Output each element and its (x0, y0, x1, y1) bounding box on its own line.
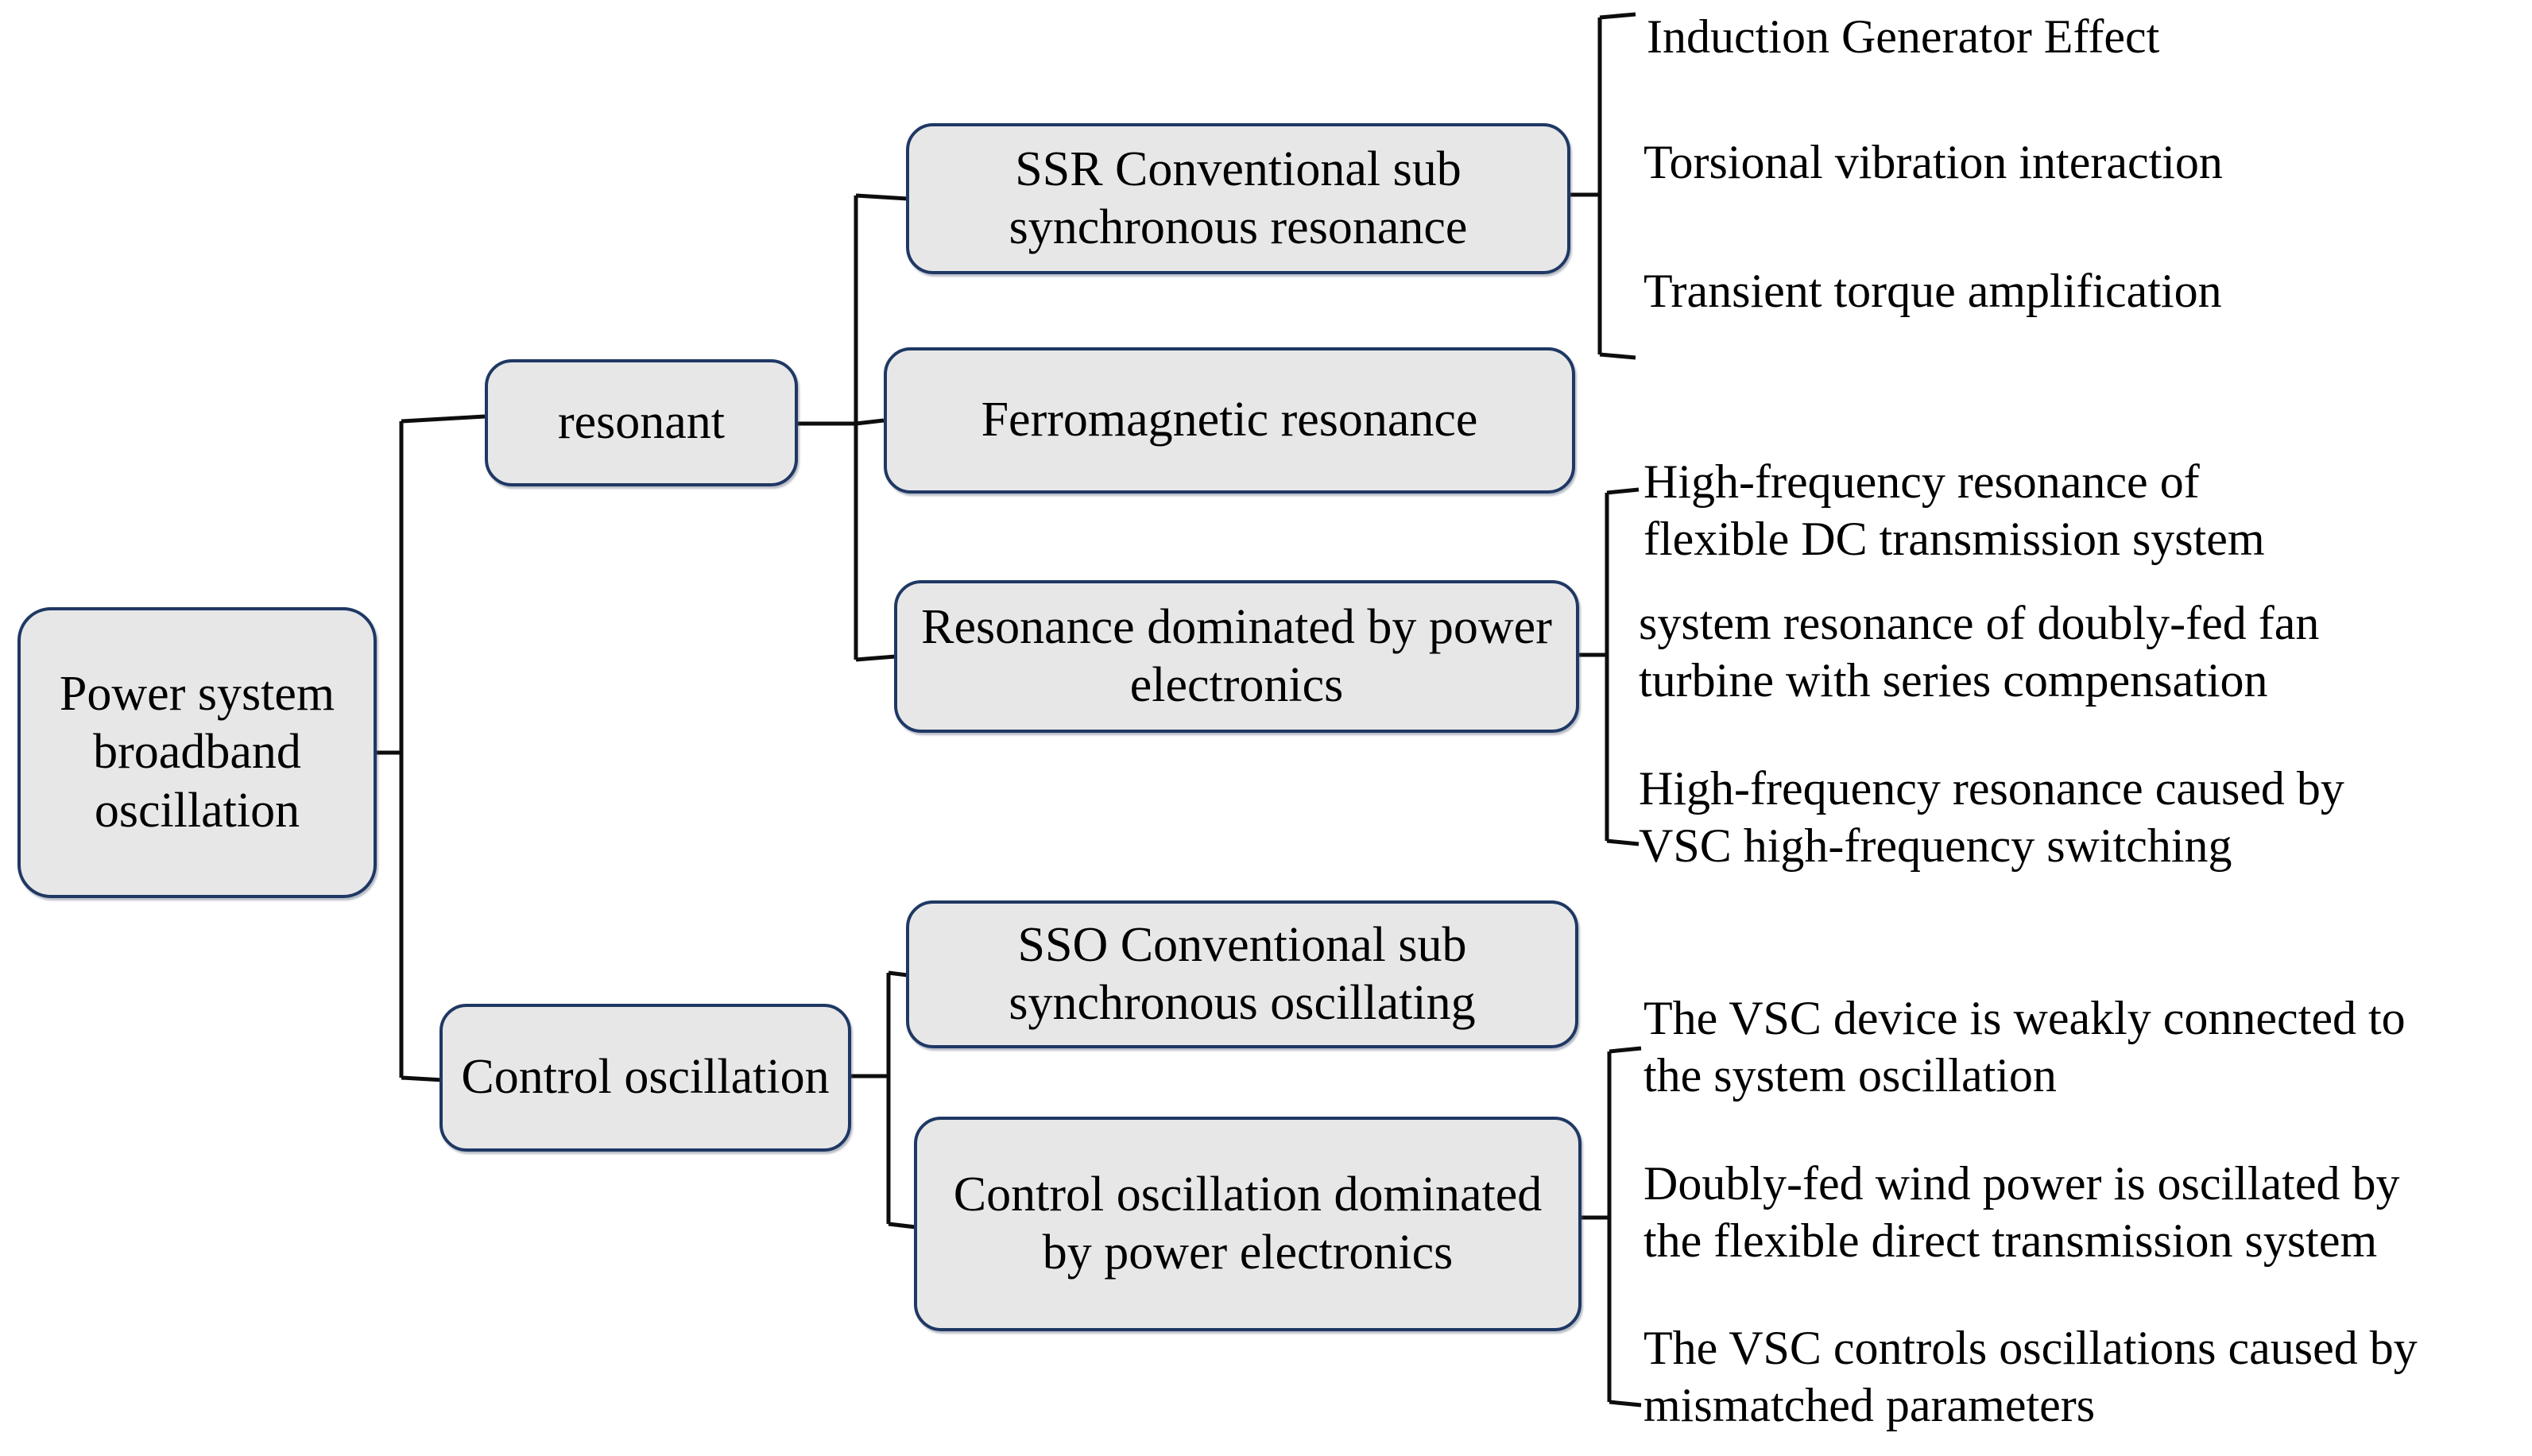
node-ssr-conventional-sub-synchronous-resonance[interactable]: SSR Conventional sub synchronous resonan… (906, 123, 1570, 274)
node-power-system-broadband-oscillation[interactable]: Power system broadband oscillation (17, 607, 377, 898)
node-ssr-label: SSR Conventional sub synchronous resonan… (1009, 141, 1468, 254)
node-resonant-label: resonant (557, 395, 726, 450)
leaf-doubly-fed-wind-power-oscillated: Doubly-fed wind power is oscillated by t… (1643, 1157, 2400, 1267)
leaf-high-frequency-resonance-vsc-switching: High-frequency resonance caused by VSC h… (1639, 762, 2344, 872)
node-sso-label: SSO Conventional sub synchronous oscilla… (1009, 917, 1476, 1030)
connector-resdom-bracket (1579, 487, 1640, 846)
node-resonance-dominated-by-power-electronics[interactable]: Resonance dominated by power electronics (894, 580, 1579, 733)
leaf-system-resonance-doubly-fed-fan-turbine: system resonance of doubly-fed fan turbi… (1639, 597, 2320, 707)
leaf-vsc-device-weakly-connected: The VSC device is weakly connected to th… (1643, 992, 2406, 1102)
node-control-dominated-label: Control oscillation dominated by power e… (953, 1167, 1543, 1280)
leaf-induction-generator-effect: Induction Generator Effect (1647, 10, 2160, 63)
node-ferromagnetic-resonance[interactable]: Ferromagnetic resonance (884, 347, 1575, 494)
node-resonant[interactable]: resonant (485, 359, 798, 486)
node-ferromagnetic-label: Ferromagnetic resonance (981, 393, 1478, 447)
leaf-transient-torque-amplification: Transient torque amplification (1643, 265, 2222, 317)
node-control-oscillation[interactable]: Control oscillation (439, 1004, 851, 1152)
node-root-label: Power system broadband oscillation (59, 667, 335, 838)
node-sso-conventional-sub-synchronous-oscillating[interactable]: SSO Conventional sub synchronous oscilla… (906, 900, 1578, 1048)
node-control-oscillation-label: Control oscillation (461, 1050, 830, 1105)
connector-ssr-bracket (1570, 12, 1636, 360)
connector-root-bracket (377, 414, 486, 1085)
leaf-high-frequency-resonance-flexible-dc: High-frequency resonance of flexible DC … (1643, 455, 2265, 565)
node-resonance-dominated-label: Resonance dominated by power electronics (921, 599, 1552, 712)
connector-ctrldom-bracket (1582, 1046, 1642, 1408)
leaf-torsional-vibration-interaction: Torsional vibration interaction (1643, 136, 2223, 188)
leaf-vsc-controls-oscillations-mismatched: The VSC controls oscillations caused by … (1643, 1322, 2418, 1431)
node-control-oscillation-dominated-by-power-electronics[interactable]: Control oscillation dominated by power e… (914, 1117, 1582, 1331)
